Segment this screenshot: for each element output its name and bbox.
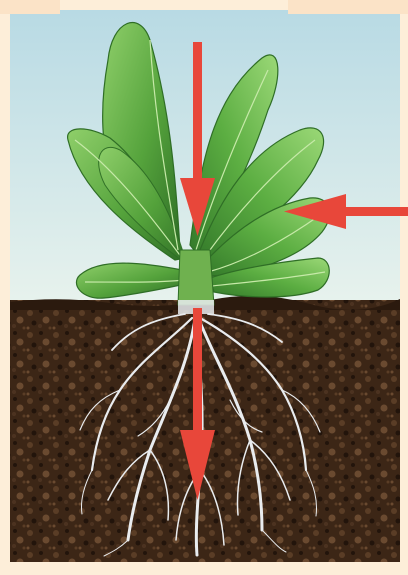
stem (178, 250, 214, 305)
page-margin (288, 0, 408, 14)
page-margin (0, 0, 60, 14)
